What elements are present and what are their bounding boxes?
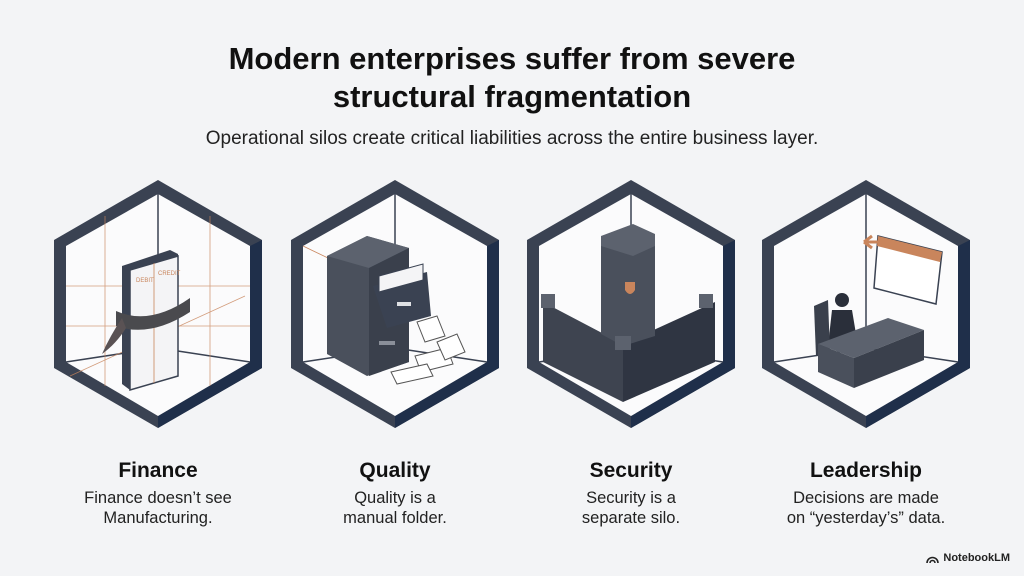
panel-title: Leadership bbox=[809, 459, 923, 482]
brand-watermark: NotebookLM bbox=[926, 552, 1010, 564]
panel-title: Quality bbox=[359, 459, 431, 482]
leadership-hexagon bbox=[762, 180, 970, 428]
page-title: Modern enterprises suffer from severe st… bbox=[0, 40, 1024, 116]
hex-frame bbox=[762, 180, 970, 428]
panel-title: Security bbox=[589, 459, 673, 482]
bound-ledger-icon: DEBIT CREDIT bbox=[102, 250, 190, 391]
svg-text:DEBIT: DEBIT bbox=[136, 278, 154, 284]
castle-tower-icon bbox=[541, 224, 715, 402]
security-hexagon bbox=[527, 180, 735, 428]
scattered-papers bbox=[390, 315, 466, 385]
quality-hexagon bbox=[291, 180, 499, 428]
brand-label: NotebookLM bbox=[943, 552, 1010, 564]
subtitle: Operational silos create critical liabil… bbox=[205, 128, 819, 149]
notebooklm-logo-icon bbox=[926, 556, 940, 563]
executive-desk-calendar-icon bbox=[814, 234, 943, 388]
finance-hexagon: DEBIT CREDIT bbox=[54, 180, 262, 428]
svg-text:CREDIT: CREDIT bbox=[158, 271, 181, 277]
filing-cabinet-icon bbox=[327, 236, 431, 376]
title-line-1: Modern enterprises suffer from severe bbox=[228, 41, 796, 76]
panel-title: Finance bbox=[118, 459, 198, 482]
title-line-2: structural fragmentation bbox=[332, 79, 692, 114]
